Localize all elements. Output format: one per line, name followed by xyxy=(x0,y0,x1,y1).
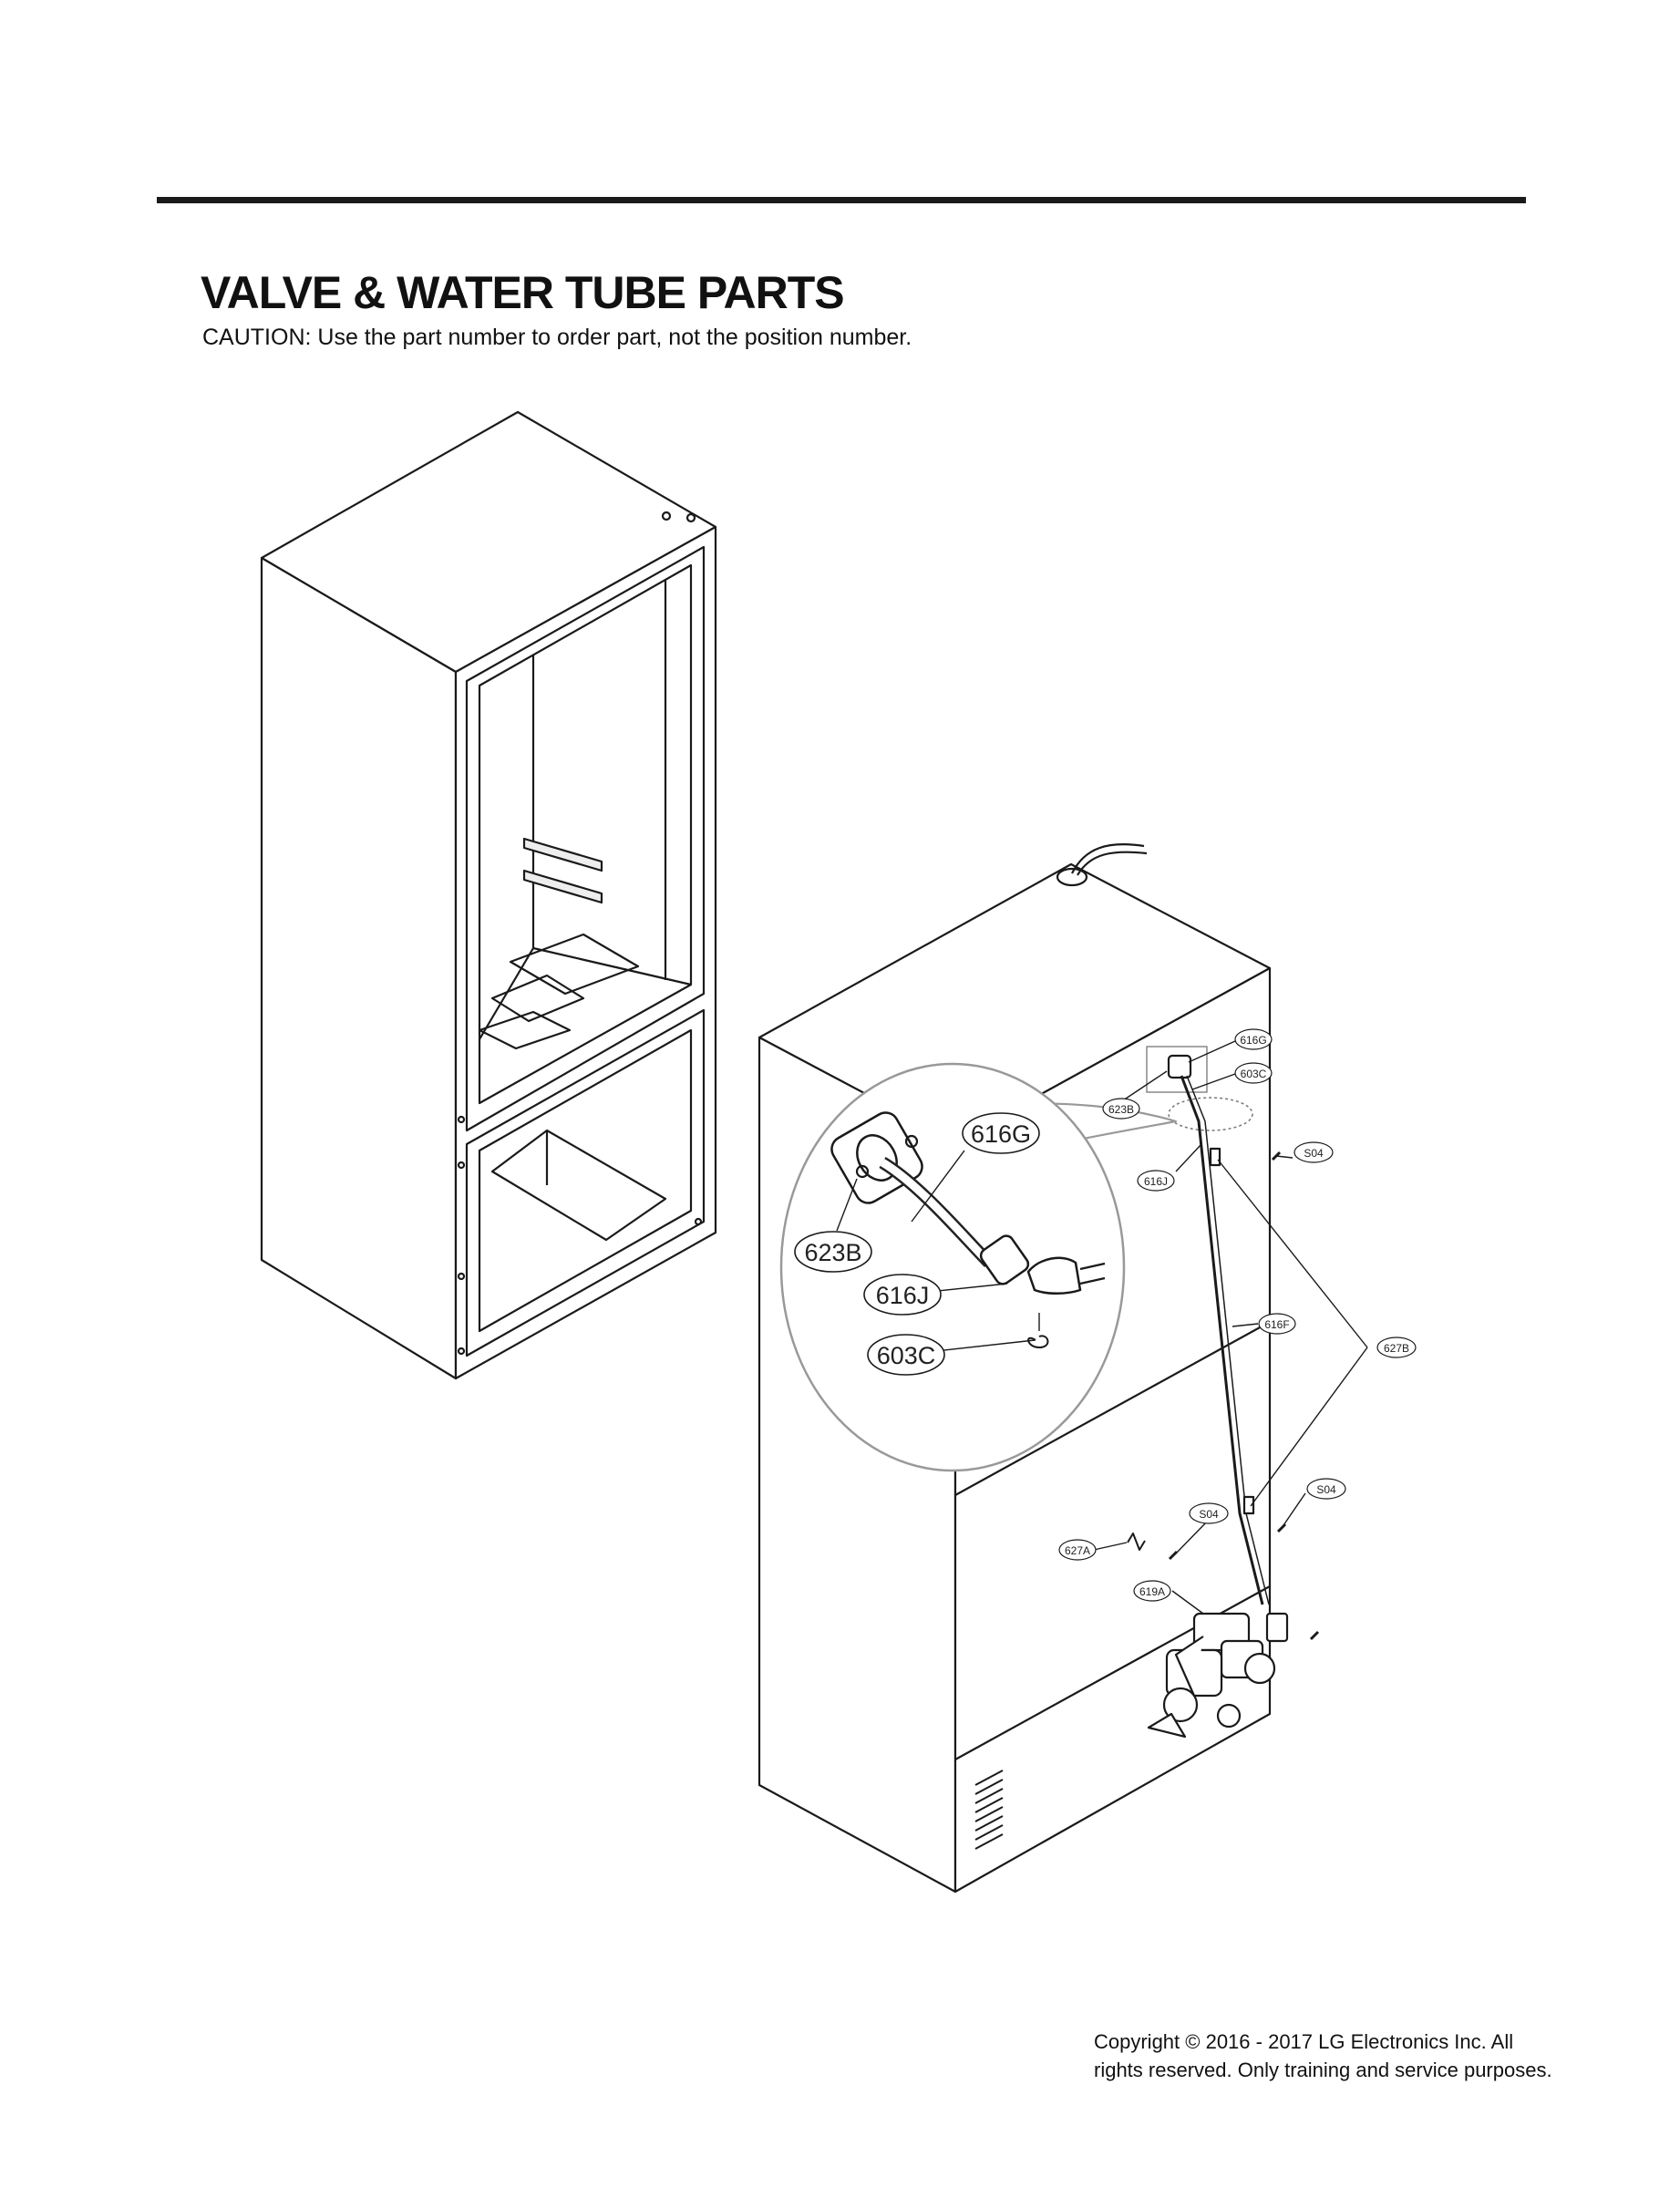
water-tube-assembly xyxy=(1127,1046,1320,1739)
svg-text:616G: 616G xyxy=(1240,1034,1266,1047)
header-rule xyxy=(157,197,1526,203)
svg-text:616F: 616F xyxy=(1264,1318,1289,1331)
callout-S04-left: S04 xyxy=(1189,1502,1229,1524)
svg-text:616G: 616G xyxy=(971,1120,1031,1148)
svg-text:616J: 616J xyxy=(1144,1175,1168,1188)
svg-text:603C: 603C xyxy=(1241,1068,1267,1080)
callout-616G: 616G xyxy=(1234,1028,1273,1050)
callout-623B-detail: 623B xyxy=(794,1231,872,1273)
callout-616G-detail: 616G xyxy=(962,1112,1040,1154)
main-callouts: 616G 603C 623B S04 616J 616F 627B S04 xyxy=(1058,1028,1417,1602)
svg-text:603C: 603C xyxy=(877,1342,936,1369)
callout-616J: 616J xyxy=(1137,1170,1175,1192)
svg-text:623B: 623B xyxy=(804,1239,861,1266)
svg-text:619A: 619A xyxy=(1139,1585,1165,1598)
page-title: VALVE & WATER TUBE PARTS xyxy=(201,267,845,318)
copyright-notice: Copyright © 2016 - 2017 LG Electronics I… xyxy=(1094,2028,1641,2084)
svg-text:616J: 616J xyxy=(876,1282,930,1309)
callout-603C: 603C xyxy=(1234,1062,1273,1084)
front-cabinet xyxy=(260,410,717,1380)
callout-619A: 619A xyxy=(1133,1580,1171,1602)
callout-S04-upper: S04 xyxy=(1293,1141,1334,1163)
callout-S04-right: S04 xyxy=(1306,1478,1346,1500)
svg-text:S04: S04 xyxy=(1304,1147,1324,1160)
callout-627B: 627B xyxy=(1376,1337,1417,1358)
leader-lines xyxy=(836,1040,1368,1615)
svg-text:627B: 627B xyxy=(1384,1342,1409,1355)
detail-callouts: 616G 623B 616J 603C xyxy=(794,1112,1040,1376)
callout-616F: 616F xyxy=(1258,1313,1296,1335)
callout-627A: 627A xyxy=(1058,1539,1097,1561)
callout-616J-detail: 616J xyxy=(863,1274,942,1316)
copyright-line-2: rights reserved. Only training and servi… xyxy=(1094,2059,1552,2081)
callout-623B: 623B xyxy=(1102,1098,1140,1120)
svg-text:623B: 623B xyxy=(1108,1103,1134,1116)
copyright-line-1: Copyright © 2016 - 2017 LG Electronics I… xyxy=(1094,2030,1514,2053)
water-valve xyxy=(1147,1612,1289,1739)
svg-text:627A: 627A xyxy=(1065,1544,1090,1557)
callout-603C-detail: 603C xyxy=(867,1334,945,1376)
svg-text:S04: S04 xyxy=(1199,1508,1219,1521)
caution-note: CAUTION: Use the part number to order pa… xyxy=(202,325,912,350)
rear-vent xyxy=(974,1770,1004,1850)
svg-text:S04: S04 xyxy=(1316,1483,1336,1496)
